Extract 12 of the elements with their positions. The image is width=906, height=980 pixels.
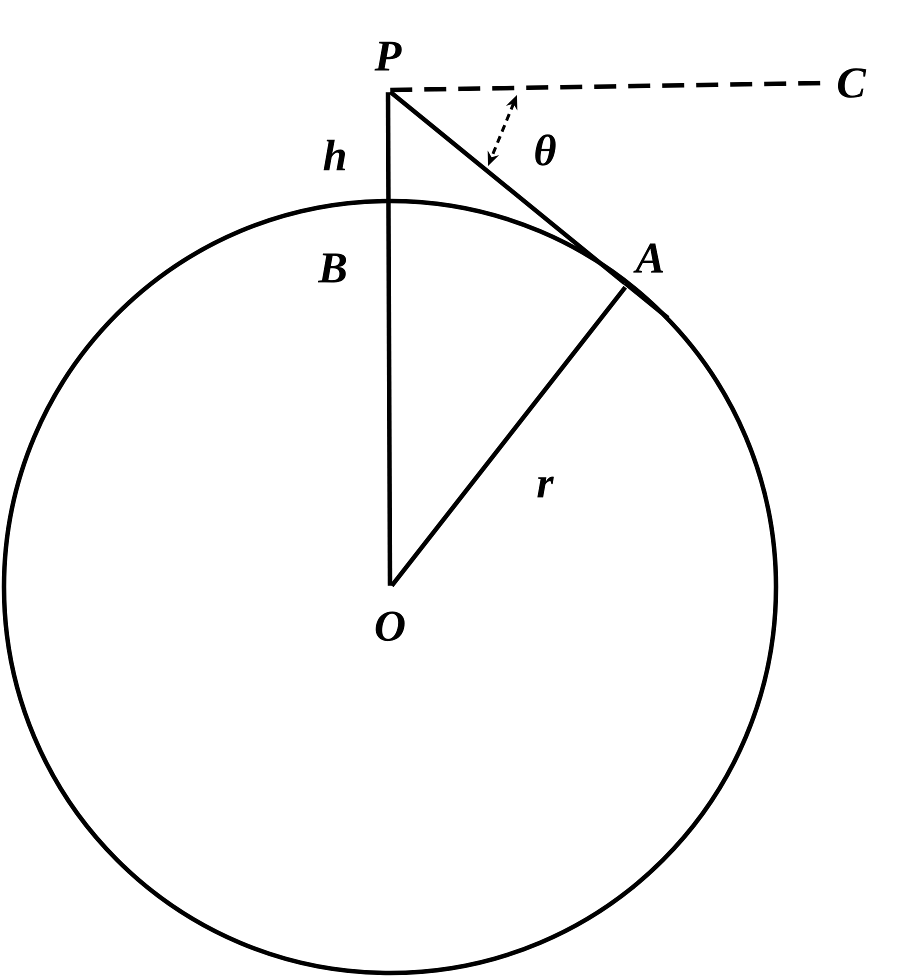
- point-label: P: [374, 42, 402, 70]
- variable-label: h: [324, 140, 346, 170]
- point-label: C: [838, 68, 866, 98]
- line: [388, 90, 626, 285]
- variable-label: B: [318, 254, 346, 282]
- point-label: O: [376, 612, 405, 642]
- line: [390, 286, 628, 588]
- variable-label: θ: [535, 134, 556, 166]
- line: [386, 92, 392, 586]
- dashed-line: [390, 80, 823, 92]
- point-label: A: [633, 244, 664, 273]
- variable-label: r: [537, 476, 554, 498]
